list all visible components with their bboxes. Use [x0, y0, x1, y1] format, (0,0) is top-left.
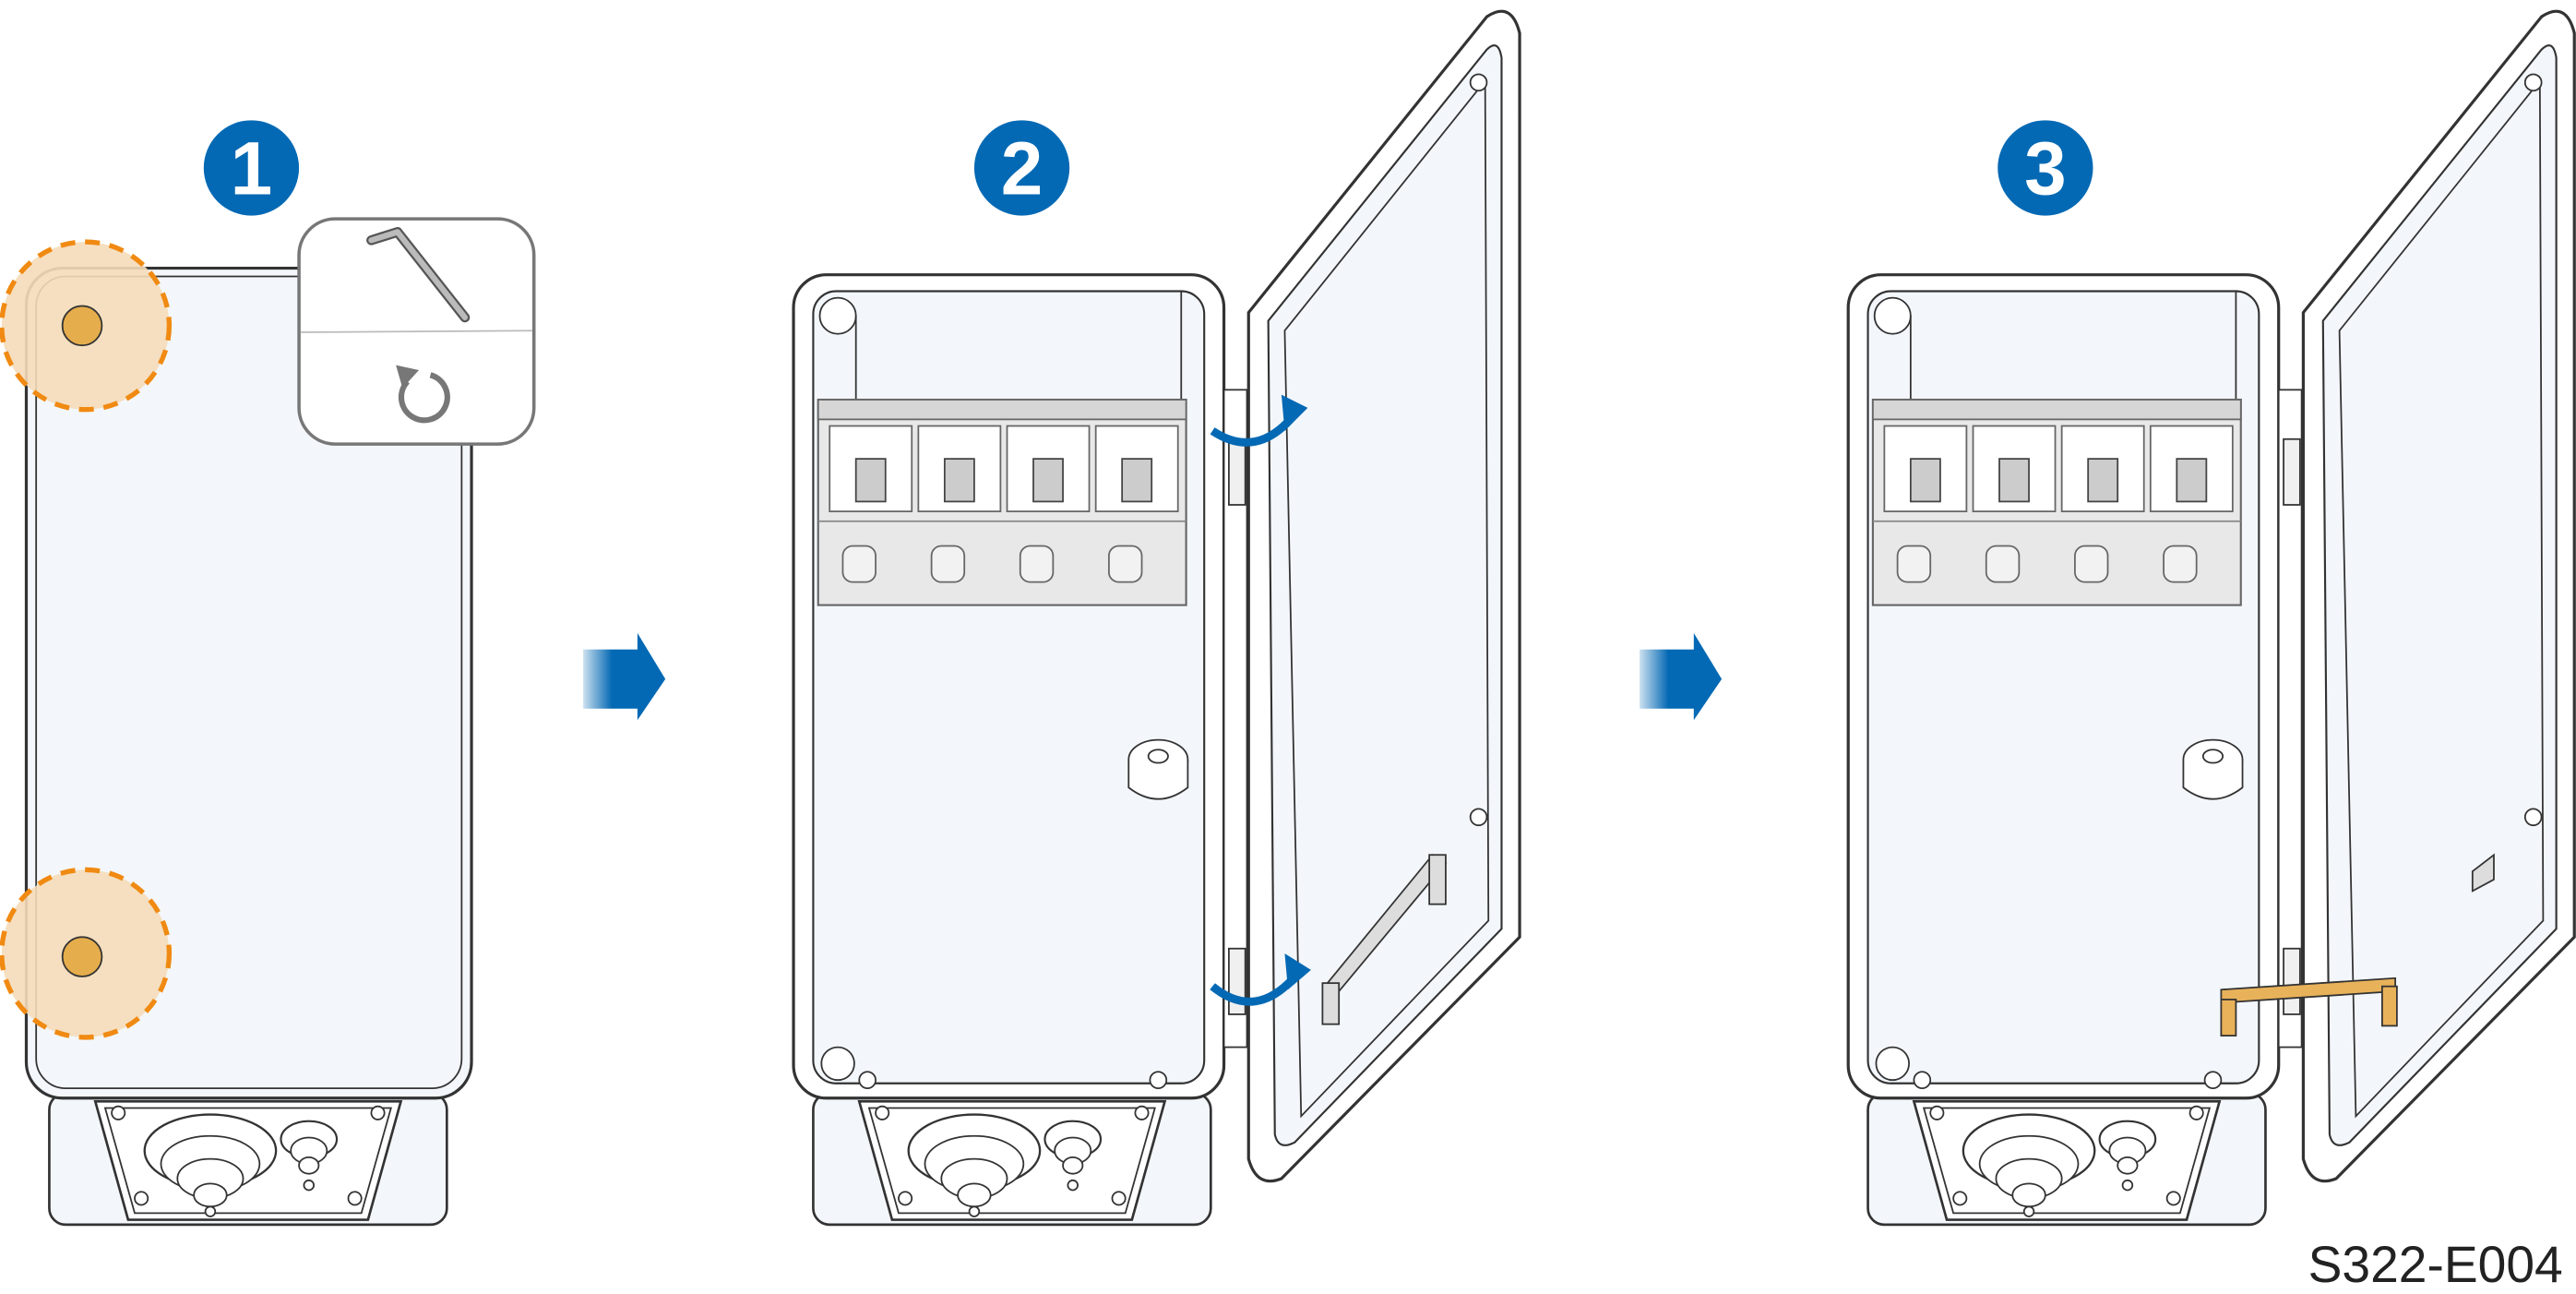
step-2: 2 [792, 9, 1521, 1227]
hold-open-bracket[interactable] [2220, 976, 2398, 1037]
door-clip [2471, 853, 2495, 893]
enclosure-base [1866, 1092, 2267, 1227]
torx-key-icon [366, 227, 471, 323]
figure-code: S322-E004 [2308, 1236, 2563, 1293]
screw-top [61, 305, 103, 347]
step-number-3: 3 [2024, 126, 2067, 210]
enclosure-base [48, 1092, 448, 1227]
door[interactable] [1246, 9, 1521, 1183]
step-1: 1 [0, 120, 536, 1227]
open-enclosure [792, 273, 1249, 1100]
enclosure-base [812, 1092, 1212, 1227]
rotate-counterclockwise-icon [396, 365, 450, 424]
open-enclosure [1846, 273, 2304, 1100]
step-badge-1 [203, 120, 300, 216]
door-bracket [1321, 854, 1448, 1025]
step-badge-2 [973, 120, 1070, 216]
step-number-1: 1 [231, 126, 273, 210]
step-arrow-icon [583, 632, 666, 721]
screw-bottom [61, 936, 103, 977]
step-arrow-icon [1640, 632, 1723, 721]
step-number-2: 2 [1001, 126, 1044, 210]
step-3: 3 [1846, 9, 2576, 1227]
tool-inset [297, 217, 536, 446]
door[interactable] [2301, 9, 2576, 1183]
step-badge-3 [1998, 120, 2093, 216]
